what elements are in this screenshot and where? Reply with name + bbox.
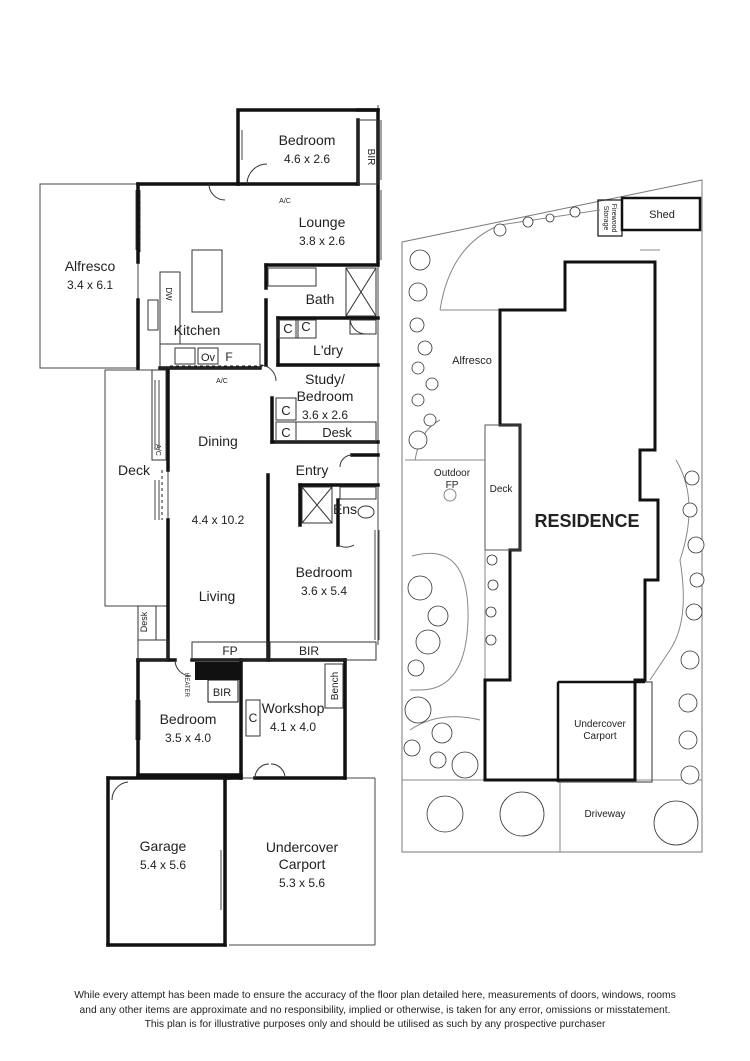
site-firewood-line2: Storage — [602, 206, 609, 231]
ac-label-3: A/C — [154, 444, 161, 456]
study-desk-label: Desk — [322, 425, 352, 440]
bedroom-low-dims: 3.5 x 4.0 — [165, 731, 211, 745]
carport-name-line2: Carport — [279, 856, 326, 872]
disclaimer-line-3: This plan is for illustrative purposes o… — [144, 1019, 606, 1031]
bath-name: Bath — [306, 291, 335, 307]
site-plan-labels: Shed Firewood Storage Alfresco Outdoor F… — [434, 204, 675, 820]
disclaimer-line-1: While every attempt has been made to ens… — [74, 990, 676, 1001]
bir-low-label: BIR — [213, 687, 231, 699]
cupboard-label-4: C — [281, 425, 290, 440]
bedroom-low-name: Bedroom — [160, 711, 217, 727]
disclaimer-line-2: and any other items are approximate and … — [79, 1004, 671, 1016]
carport-name-line1: Undercover — [266, 839, 339, 855]
dining-living-dims: 4.4 x 10.2 — [192, 513, 245, 527]
site-deck-label: Deck — [490, 484, 514, 495]
laundry-name: L'dry — [313, 342, 343, 358]
fireplace-label: FP — [222, 644, 237, 658]
bedroom-top-name: Bedroom — [279, 132, 336, 148]
disclaimer: While every attempt has been made to ens… — [20, 989, 730, 1033]
study-name-line1: Study/ — [305, 371, 345, 387]
side-desk-label: Desk — [139, 611, 149, 632]
entry-name: Entry — [296, 462, 329, 478]
bir-mid-label: BIR — [299, 644, 319, 658]
heater-label: HEATER — [183, 673, 189, 698]
site-driveway-label: Driveway — [584, 809, 625, 820]
site-outdoor-fp-line1: Outdoor — [434, 468, 471, 479]
study-dims: 3.6 x 2.6 — [302, 408, 348, 422]
garage-dims: 5.4 x 5.6 — [140, 858, 186, 872]
site-firewood-line1: Firewood — [610, 204, 617, 233]
alfresco-name: Alfresco — [65, 258, 116, 274]
site-carport-line2: Carport — [583, 731, 617, 742]
kitchen-name: Kitchen — [174, 322, 221, 338]
cupboard-label-5: C — [249, 711, 258, 725]
dishwasher-label: DW — [164, 287, 173, 301]
garage-name: Garage — [140, 838, 187, 854]
ac-label-1: A/C — [279, 198, 291, 205]
bedroom-top-dims: 4.6 x 2.6 — [284, 152, 330, 166]
ac-label-2: A/C — [216, 378, 228, 385]
lounge-dims: 3.8 x 2.6 — [299, 234, 345, 248]
dining-name: Dining — [198, 433, 238, 449]
bedroom-mid-name: Bedroom — [296, 564, 353, 580]
floor-plan — [39, 105, 382, 947]
cupboard-label-1: C — [283, 321, 292, 336]
site-alfresco-label: Alfresco — [452, 355, 492, 367]
bir-top-label: BIR — [365, 149, 376, 166]
fridge-label: F — [225, 350, 232, 364]
workshop-name: Workshop — [262, 700, 325, 716]
alfresco-dims: 3.4 x 6.1 — [67, 278, 113, 292]
living-name: Living — [199, 588, 236, 604]
bench-label: Bench — [330, 672, 341, 700]
oven-label: Ov — [201, 352, 216, 364]
lounge-name: Lounge — [299, 214, 346, 230]
deck-name: Deck — [118, 462, 151, 478]
floor-plan-labels: Bedroom 4.6 x 2.6 BIR A/C Lounge 3.8 x 2… — [65, 132, 376, 890]
site-carport-line1: Undercover — [574, 719, 626, 730]
bedroom-mid-dims: 3.6 x 5.4 — [301, 584, 347, 598]
site-residence-label: RESIDENCE — [534, 511, 639, 531]
site-plan — [401, 179, 705, 853]
workshop-dims: 4.1 x 4.0 — [270, 720, 316, 734]
cupboard-label-3: C — [281, 403, 290, 418]
cupboard-label-2: C — [301, 319, 310, 334]
ensuite-name: Ens — [333, 501, 357, 517]
study-name-line2: Bedroom — [297, 388, 354, 404]
site-shed-label: Shed — [649, 209, 675, 221]
carport-dims: 5.3 x 5.6 — [279, 876, 325, 890]
site-outdoor-fp-line2: FP — [446, 480, 459, 491]
